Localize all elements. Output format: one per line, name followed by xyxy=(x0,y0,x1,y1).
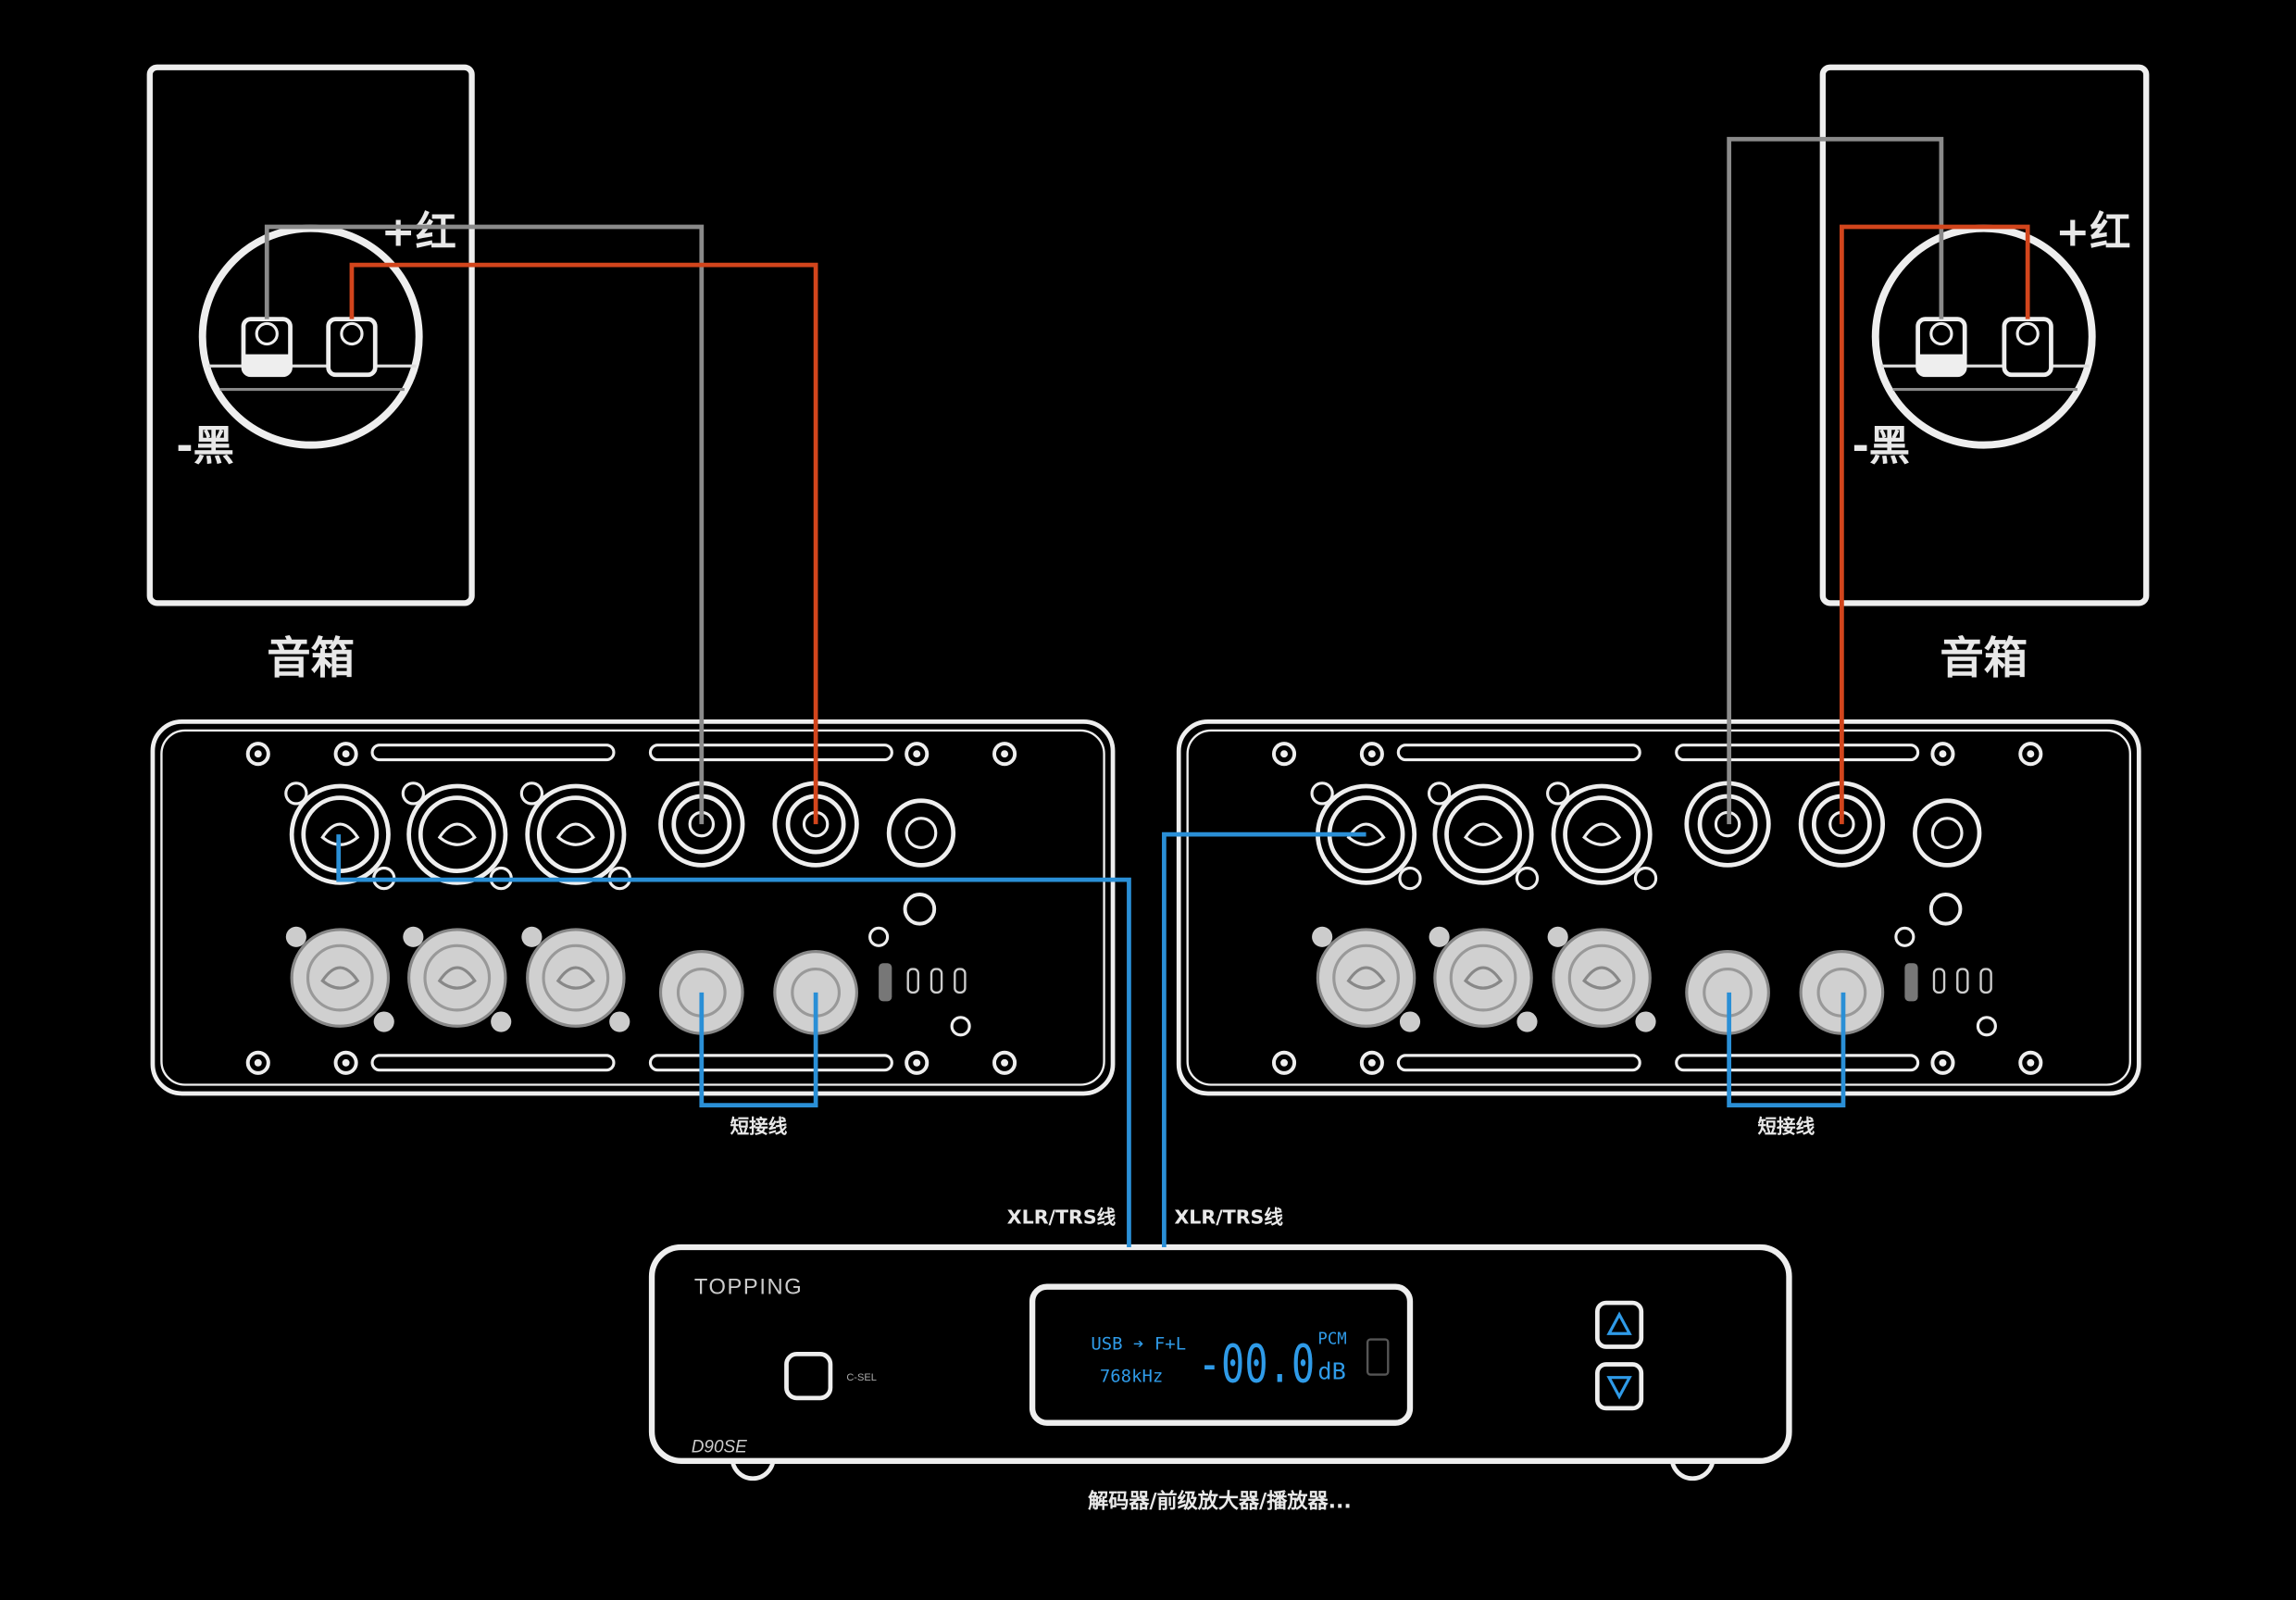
vent-slot xyxy=(648,1054,893,1072)
ground-post xyxy=(1894,892,1997,1037)
positive-label: +红 xyxy=(381,209,456,256)
panel-body xyxy=(1176,719,2141,1096)
small-xlr-jack xyxy=(886,798,956,868)
combo-input-jack xyxy=(1427,781,1540,891)
screw-icon xyxy=(905,1050,930,1075)
right-cable-label: XLR/TRS线 xyxy=(1174,1206,1283,1229)
speaker-label: 音箱 xyxy=(267,633,355,684)
up-arrow-icon xyxy=(1606,1311,1632,1335)
vent-slot xyxy=(1396,1054,1641,1072)
display-volume: -00.0 xyxy=(1198,1333,1315,1394)
left-amplifier-rear-panel xyxy=(150,719,1116,1096)
dip-switch xyxy=(1932,968,1946,994)
xlr-output-jack xyxy=(1429,926,1538,1032)
left-cable-label: XLR/TRS线 xyxy=(1007,1206,1117,1229)
screw-icon xyxy=(1359,1050,1384,1075)
display-unit: dB xyxy=(1317,1357,1345,1384)
vent-slot xyxy=(370,744,616,762)
screw-icon xyxy=(333,742,358,767)
volume-up-button[interactable] xyxy=(1594,1300,1644,1349)
small-xlr-jack xyxy=(1913,798,1982,868)
ground-post xyxy=(868,892,971,1037)
right-jumper-cable xyxy=(1727,992,1846,1108)
vent-slot xyxy=(370,1054,616,1072)
xlr-output-jack xyxy=(285,926,394,1032)
power-switch xyxy=(1904,963,1918,1002)
dip-switch xyxy=(906,968,919,994)
display-format: PCM xyxy=(1317,1330,1346,1348)
panel-body xyxy=(150,719,1116,1096)
right-speaker: +红 -黑 音箱 xyxy=(1819,64,2150,684)
vent-slot xyxy=(1396,744,1641,762)
negative-terminal xyxy=(1915,317,1967,378)
speaker-label: 音箱 xyxy=(1940,633,2028,684)
positive-terminal xyxy=(326,317,378,378)
xlr-output-jack xyxy=(1547,926,1656,1032)
negative-label: -黑 xyxy=(1852,422,1910,469)
screw-icon xyxy=(992,742,1017,767)
positive-label: +红 xyxy=(2055,209,2130,256)
screw-icon xyxy=(245,1050,270,1075)
screw-icon xyxy=(992,1050,1017,1075)
screw-icon xyxy=(1930,1050,1955,1075)
vent-slot xyxy=(1675,1054,1920,1072)
screw-icon xyxy=(245,742,270,767)
left-jumper-cable xyxy=(699,992,818,1108)
screw-icon xyxy=(1359,742,1384,767)
negative-terminal xyxy=(241,317,293,378)
left-negative-wire xyxy=(264,224,705,825)
screw-icon xyxy=(2018,1050,2043,1075)
negative-label: -黑 xyxy=(176,422,234,469)
left-xlr-cable xyxy=(336,834,1131,1247)
screw-icon xyxy=(1930,742,1955,767)
right-xlr-cable xyxy=(1162,831,1366,1247)
display-icon xyxy=(1366,1338,1390,1376)
right-positive-wire xyxy=(1840,224,2030,825)
xlr-output-jack xyxy=(521,926,630,1032)
left-speaker: +红 -黑 音箱 xyxy=(146,64,475,684)
right-amplifier-rear-panel xyxy=(1176,719,2141,1096)
screw-icon xyxy=(2018,742,2043,767)
xlr-output-jack xyxy=(403,926,512,1032)
dip-switch xyxy=(1979,968,1992,994)
combo-input-jack xyxy=(1546,781,1658,891)
screw-icon xyxy=(905,742,930,767)
screw-icon xyxy=(1271,1050,1297,1075)
power-switch xyxy=(879,963,892,1002)
screw-icon xyxy=(1271,742,1297,767)
dac-caption: 解码器/前级放大器/播放器... xyxy=(1088,1489,1352,1513)
down-arrow-icon xyxy=(1606,1376,1632,1400)
xlr-output-jack xyxy=(1312,926,1421,1032)
right-jumper-label: 短接线 xyxy=(1757,1116,1815,1138)
c-sel-label: C-SEL xyxy=(846,1372,877,1383)
dac-front-panel: TOPPING D90SE C-SEL USB ➔ F+L 768kHz -00… xyxy=(648,1244,1792,1481)
dip-switch xyxy=(930,968,943,994)
left-positive-wire xyxy=(349,262,818,825)
display-input: USB ➔ F+L xyxy=(1091,1334,1186,1355)
c-sel-button[interactable] xyxy=(784,1352,833,1401)
left-jumper-label: 短接线 xyxy=(730,1116,788,1138)
model-label: D90SE xyxy=(692,1437,747,1456)
vent-slot xyxy=(1675,744,1920,762)
dac-display xyxy=(1029,1283,1414,1426)
screw-icon xyxy=(333,1050,358,1075)
dip-switch xyxy=(1956,968,1969,994)
combo-input-jack xyxy=(401,781,513,891)
dip-switch xyxy=(954,968,967,994)
brand-logo: TOPPING xyxy=(694,1276,803,1300)
vent-slot xyxy=(648,744,893,762)
positive-terminal xyxy=(2002,317,2053,378)
volume-down-button[interactable] xyxy=(1594,1362,1644,1411)
display-rate: 768kHz xyxy=(1100,1366,1164,1386)
